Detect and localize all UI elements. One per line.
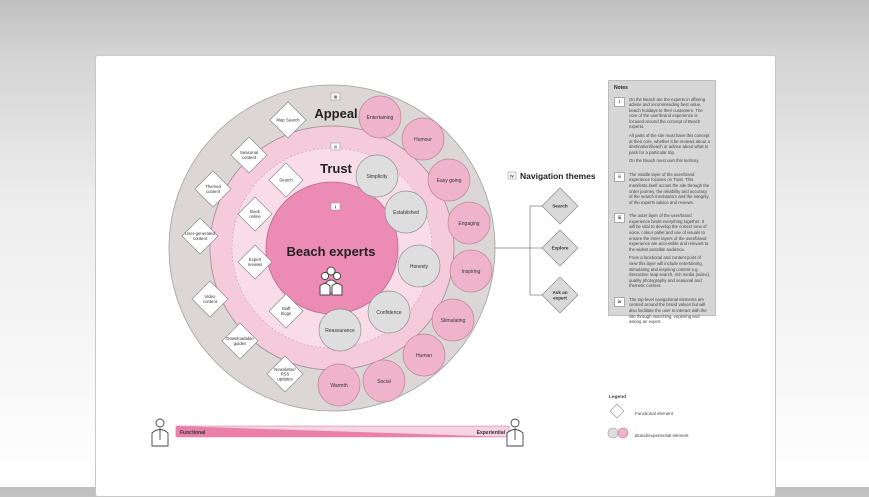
inner-functional-diamond [268,293,304,329]
nav-theme-ask-an-expert[interactable] [541,276,579,314]
trust-num-box [330,142,341,151]
legend-title: Legend [609,395,627,400]
trust-item-label: Established [393,210,419,216]
appeal-item-circle [447,201,491,245]
trust-item-label: Honesty [410,264,429,270]
note-paragraph: The middle layer of the user/brand exper… [629,171,710,205]
inner-functional-diamond [237,196,273,232]
appeal-item-circle [358,95,402,139]
people-icon [319,266,343,296]
scale-gradient-wedge [176,426,509,437]
note-number: iv [614,296,625,307]
appeal-item-label: Human [416,353,432,359]
appeal-num: iii [334,95,338,100]
experiential-user-icon [506,418,524,447]
nav-theme-search[interactable] [541,187,579,225]
note-paragraph: All parts of the site must have this con… [629,132,710,155]
trust-item-circle [355,154,399,198]
appeal-item-label: Social [377,379,391,385]
nav-num-box [507,171,517,180]
notes-panel: Notes i On the Beach are the experts in o… [608,80,716,324]
trust-item-circle [367,290,411,334]
appeal-title: Appeal [314,106,357,121]
trust-item-label: Confidence [376,310,402,316]
appeal-item-circle [449,249,493,293]
scale-left-label: Functional [180,430,206,436]
nav-num: iv [510,173,514,178]
appeal-item-label: Easy going [437,178,462,184]
appeal-item-label: Stimulating [441,318,466,324]
brand-experience-diagram: iii Appeal ii Trust i Beach experts iv N… [151,84,629,447]
note-paragraph: From a functional and content point of v… [629,255,710,289]
note-item: iii The outer layer of the user/brand exp… [614,213,710,292]
trust-item-label: Simplicity [366,174,388,180]
trust-item-circle [397,244,441,288]
appeal-item-label: Entertaining [367,115,394,121]
outer-functional-diamond [194,170,232,208]
core-num: i [335,205,336,210]
appeal-item-circle [317,363,361,407]
appeal-num-box [330,92,341,101]
outer-functional-diamond [191,280,229,318]
trust-item-circle [318,308,362,352]
trust-item-circle [384,190,428,234]
appeal-item-label: Engaging [458,221,479,227]
outer-functional-diamond [221,322,259,360]
nav-theme-label: Search [552,204,568,209]
appeal-item-circle [362,359,406,403]
inner-functional-diamond [268,162,304,198]
note-number: i [614,96,625,107]
notes-title: Notes [614,85,628,91]
legend-functional-label: Functional element [635,410,674,416]
outer-functional-diamond [266,355,304,393]
note-item: iv The top-level navigational elements ar… [614,296,710,328]
appeal-item-label: Inspiring [462,269,481,275]
outer-functional-diamond [230,136,268,174]
core-title: Beach experts [287,244,376,259]
outer-functional-label: Map Search [276,118,300,123]
outer-functional-diamond [269,101,307,139]
core-num-box [330,202,341,211]
note-number: ii [614,171,625,182]
appeal-item-circle [431,298,475,342]
inner-functional-label: Search [279,178,293,183]
appeal-item-label: Warmth [330,383,348,389]
note-paragraph: The outer layer of the user/brand experi… [629,213,709,252]
functional-user-icon [151,418,169,447]
nav-theme-explore[interactable] [541,229,579,267]
legend-brand-label: Brand/experiential element [635,432,689,438]
appeal-item-circle [401,117,445,161]
legend-diamond-icon [609,403,625,419]
legend: Legend Functional element Brand/experien… [609,395,719,446]
appeal-item-circle [402,333,446,377]
nav-title: Navigation themes [520,171,596,181]
note-paragraph: The top-level navigational elements are … [629,296,707,325]
nav-theme-label: Explore [552,246,569,251]
note-paragraph: On the Beach are the experts in offering… [629,96,706,130]
note-item: i On the Beach are the experts in offerin… [614,96,710,167]
appeal-item-circle [427,158,471,202]
inner-functional-diamond [237,244,273,280]
outer-functional-diamond [181,217,219,255]
trust-item-label: Reassurance [325,328,355,334]
note-paragraph: On the Beach must own this territory. [629,158,700,164]
legend-pink-circle-icon [617,427,629,439]
note-item: ii The middle layer of the user/brand exp… [614,171,710,208]
note-number: iii [614,213,625,224]
scale-right-label: Experiential [477,430,506,436]
trust-title: Trust [320,161,352,176]
appeal-item-label: Humour [414,137,432,143]
trust-num: ii [334,145,337,150]
navigation-connectors [495,205,542,296]
